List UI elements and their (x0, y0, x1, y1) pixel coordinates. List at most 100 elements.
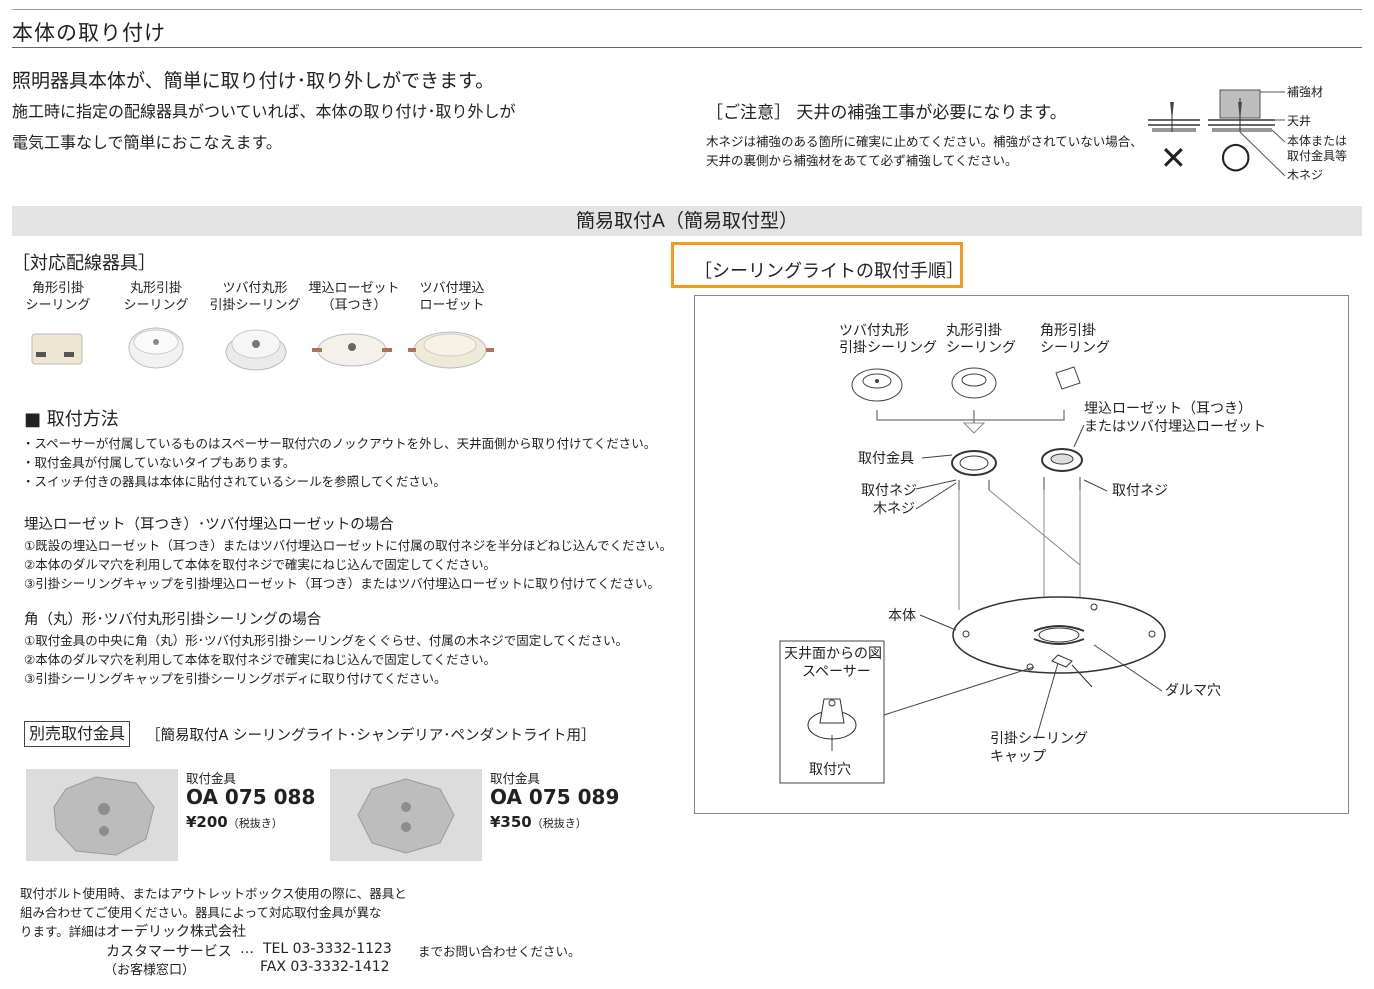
dlabel-view-2: スペーサー (802, 664, 871, 680)
dlabel-cap-1: 引掛シーリング (990, 731, 1088, 747)
product-1-price: ¥200（税抜き） (186, 813, 283, 831)
square-ceiling-icon (31, 333, 83, 365)
product-2-tax: （税抜き） (531, 817, 587, 830)
procedure-title-highlight (671, 242, 963, 288)
product-image-2 (330, 769, 482, 861)
rosette-drawing (1041, 448, 1083, 472)
section-title: 本体の取り付け (12, 21, 166, 45)
ok-mark: ○ (1220, 135, 1252, 176)
fixture-2-line1: 丸形引掛 (129, 281, 182, 296)
footer-dots: … (240, 941, 254, 957)
fixture-3-line2: 引掛シーリング (209, 298, 301, 313)
method-title: ■ 取付方法 (24, 409, 119, 430)
caution-line-1: 木ネジは補強のある箇所に確実に止めてください。補強がされていない場合、 (706, 134, 1143, 149)
case2-step-1: ①取付金具の中央に角（丸）形･ツバ付丸形引掛シーリングをくぐらせ、付属の木ネジで… (24, 633, 628, 648)
product-1-tax: （税抜き） (227, 817, 283, 830)
procedure-title: ［シーリングライトの取付手順］ (694, 261, 964, 282)
case2-title: 角（丸）形･ツバ付丸形引掛シーリングの場合 (24, 612, 322, 628)
product-2-price: ¥350（税抜き） (490, 813, 587, 831)
intro-line-1: 施工時に指定の配線器具がついていれば、本体の取り付け･取り外しが (12, 102, 516, 121)
reinforcement-diagram (1148, 89, 1286, 177)
lead-text: 照明器具本体が、簡単に取り付け･取り外しができます。 (12, 70, 495, 92)
product-1-label: 取付金具 (186, 771, 237, 786)
bracket-drawing (951, 450, 997, 476)
intro-line-2: 電気工事なしで簡単におこなえます。 (12, 133, 282, 152)
flanged-rosette-icon (408, 331, 494, 369)
product-image-1 (26, 769, 178, 861)
fixture-label-5: ツバ付埋込 ローゼット (404, 280, 500, 314)
dlabel-rosette-1: 埋込ローゼット（耳つき） (1084, 401, 1252, 417)
fixtures-title: ［対応配線器具］ (12, 253, 156, 274)
dlabel-bracket: 取付金具 (858, 451, 914, 467)
case1-step-3: ③引掛シーリングキャップを引掛埋込ローゼット（耳つき）またはツバ付埋込ローゼット… (24, 576, 660, 591)
dlabel-view-1: 天井面からの図 (784, 646, 882, 662)
caution-title: ［ご注意］ 天井の補強工事が必要になります。 (706, 103, 1067, 123)
dlabel-maru-2: シーリング (946, 340, 1016, 356)
dlabel-kaku-2: シーリング (1040, 340, 1110, 356)
footer-tel-suffix: までお問い合わせください。 (418, 944, 581, 959)
label-body-1: 本体または (1287, 134, 1348, 148)
case2-step-2: ②本体のダルマ穴を利用して本体を取付ネジで確実にねじ込んで固定してください。 (24, 652, 496, 667)
footer-line-2: 組み合わせてご使用ください。器具によって対応取付金具が異な (20, 905, 382, 920)
band-title: 簡易取付A（簡易取付型） (12, 206, 1362, 236)
dlabel-screw-1: 取付ネジ (861, 483, 917, 499)
square-ceiling-drawing (1055, 366, 1081, 390)
label-ceiling: 天井 (1287, 114, 1312, 128)
dlabel-maru-1: 丸形引掛 (946, 323, 1002, 339)
fixture-images (31, 327, 494, 371)
dlabel-kaku-1: 角形引掛 (1040, 323, 1096, 339)
fixture-5-line1: ツバ付埋込 (419, 281, 485, 296)
fixture-1-line2: シーリング (25, 298, 91, 313)
dlabel-hole: 取付穴 (809, 762, 851, 778)
round-plate-icon (357, 778, 455, 854)
product-1-price-value: ¥200 (186, 813, 228, 831)
case1-step-1: ①既設の埋込ローゼット（耳つき）またはツバ付埋込ローゼットに付属の取付ネジを半分… (24, 538, 673, 553)
fixture-5-line2: ローゼット (419, 298, 485, 313)
caution-line-2: 天井の裏側から補強材をあてて必ず補強してください。 (706, 153, 1018, 168)
rosette-with-ears-icon (312, 333, 392, 367)
ng-mark: ✕ (1160, 139, 1187, 177)
fixture-label-1: 角形引掛 シーリング (10, 280, 106, 314)
footer-line-3-prefix: ります。詳細は (20, 924, 107, 939)
dlabel-screw-2: 木ネジ (873, 501, 915, 517)
fixture-label-3: ツバ付丸形 引掛シーリング (207, 280, 303, 314)
fixture-4-line1: 埋込ローゼット (308, 281, 400, 296)
dlabel-body: 本体 (888, 608, 916, 624)
product-2-label: 取付金具 (490, 771, 541, 786)
spacer-drawing (807, 698, 857, 740)
product-2-price-value: ¥350 (490, 813, 532, 831)
footer-tel: TEL 03-3332-1123 (263, 941, 392, 957)
accessory-badge: 別売取付金具 (24, 721, 131, 747)
round-ceiling-drawing (951, 367, 997, 399)
procedure-diagram (779, 366, 1166, 784)
footer-line-1: 取付ボルト使用時、またはアウトレットボックス使用の際に、器具と (20, 886, 407, 901)
fixture-label-4: 埋込ローゼット （耳つき） (306, 280, 402, 314)
dlabel-rosette-2: またはツバ付埋込ローゼット (1084, 419, 1266, 435)
footer-company: オーデリック株式会社 (106, 924, 246, 940)
label-screw: 木ネジ (1287, 168, 1324, 182)
method-bullet-2: ・取付金具が付属していないタイプもあります。 (22, 455, 296, 470)
method-bullet-3: ・スイッチ付きの器具は本体に貼付されているシールを参照してください。 (22, 474, 446, 489)
bracket-plate-icon (53, 776, 155, 856)
procedure-diagram-frame (694, 295, 1349, 814)
case2-step-3: ③引掛シーリングキャップを引掛シーリングボディに取り付けてください。 (24, 671, 447, 686)
flanged-round-ceiling-drawing (851, 368, 903, 402)
dlabel-daruma: ダルマ穴 (1165, 683, 1221, 699)
footer-window: （お客様窓口） (104, 963, 196, 978)
flanged-round-ceiling-icon (225, 329, 287, 371)
method-bullet-1: ・スペーサーが付属しているものはスペーサー取付穴のノックアウトを外し、天井面側か… (22, 436, 657, 451)
top-rule (12, 9, 1362, 10)
dlabel-tsuba-2: 引掛シーリング (839, 340, 937, 356)
dlabel-tsuba-1: ツバ付丸形 (839, 323, 909, 339)
label-body-2: 取付金具等 (1287, 149, 1348, 163)
fixture-4-line2: （耳つき） (321, 298, 387, 313)
section-rule (12, 47, 1362, 48)
body-disk-drawing (952, 596, 1166, 688)
fixture-label-2: 丸形引掛 シーリング (108, 280, 204, 314)
product-1-code: OA 075 088 (186, 785, 316, 809)
fixture-3-line1: ツバ付丸形 (222, 281, 288, 296)
round-ceiling-icon (128, 327, 184, 369)
fixture-1-line1: 角形引掛 (31, 281, 84, 296)
label-reinforce: 補強材 (1287, 85, 1324, 99)
footer-service: カスタマーサービス (106, 944, 232, 960)
